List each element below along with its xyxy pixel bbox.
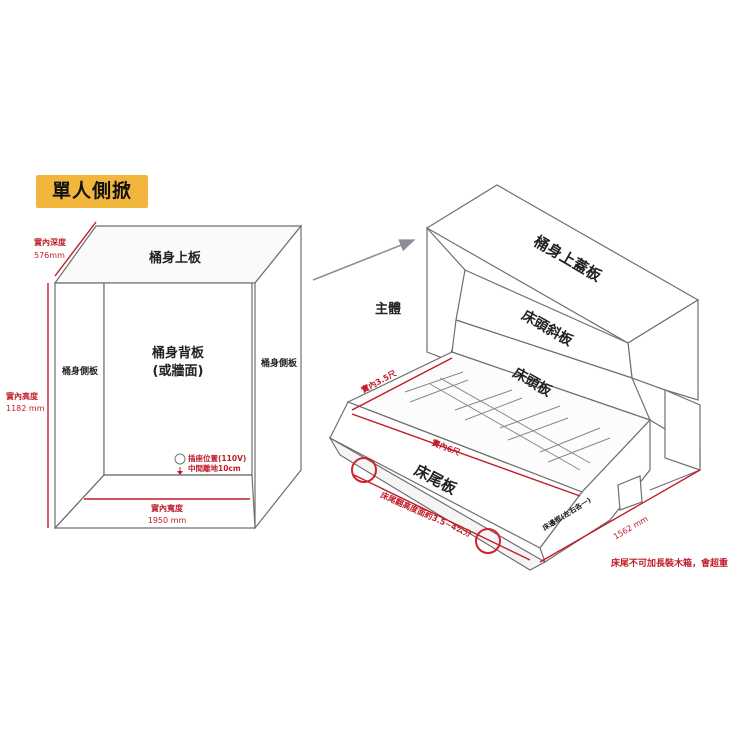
highlight-circle-left [351,457,377,483]
back-panel-sublabel: (或牆面) [153,363,204,379]
highlight-circle-right [475,528,501,554]
inner-length-line [351,413,581,497]
bed-depth-label: 1562 mm [612,514,650,541]
cabinet-right-panel [254,224,302,530]
socket-label: 插座位置(110V) [188,453,246,463]
cabinet-left-panel [54,282,105,530]
page-title: 單人側掀 [51,180,132,202]
bed-base [328,436,547,571]
bed-bracket [617,475,643,511]
cabinet-labels: 實內深度 576mm 實內高度 1182 mm 實內寬度 1950 mm 桶身上… [6,237,298,525]
width-label: 實內寬度 [151,503,184,513]
depth-dimension-line [54,221,97,277]
bed-depth-line [539,469,701,563]
foot-height-line [353,474,531,561]
cabinet-back-panel [103,282,253,476]
width-value: 1950 mm [148,516,187,525]
inner-width-line [351,357,453,411]
back-panel-label: 桶身背板 [151,345,205,361]
main-body-label: 主體 [375,301,401,317]
warning-note: 床尾不可加長裝木箱，會超重 [611,557,728,569]
left-side-panel-label: 桶身側板 [61,365,99,377]
depth-value: 576mm [34,251,65,260]
depth-label: 實內深度 [34,237,67,247]
title-badge: 單人側掀 [36,175,148,208]
bed-dimensions [351,357,701,563]
right-side-panel-label: 桶身側板 [260,357,298,369]
height-value: 1182 mm [6,404,45,413]
socket-sublabel: 中間離地10cm [188,463,241,473]
height-label: 實內高度 [6,391,39,401]
top-panel-label: 桶身上板 [148,250,202,266]
bed-right-pedestal [664,389,701,471]
cabinet-drawing [53,224,303,530]
cabinet-dimensions [47,221,250,528]
socket-marker [174,453,186,475]
bed-slats [404,371,611,471]
pointer-arrow [312,239,416,281]
bed-drawing [328,184,701,571]
